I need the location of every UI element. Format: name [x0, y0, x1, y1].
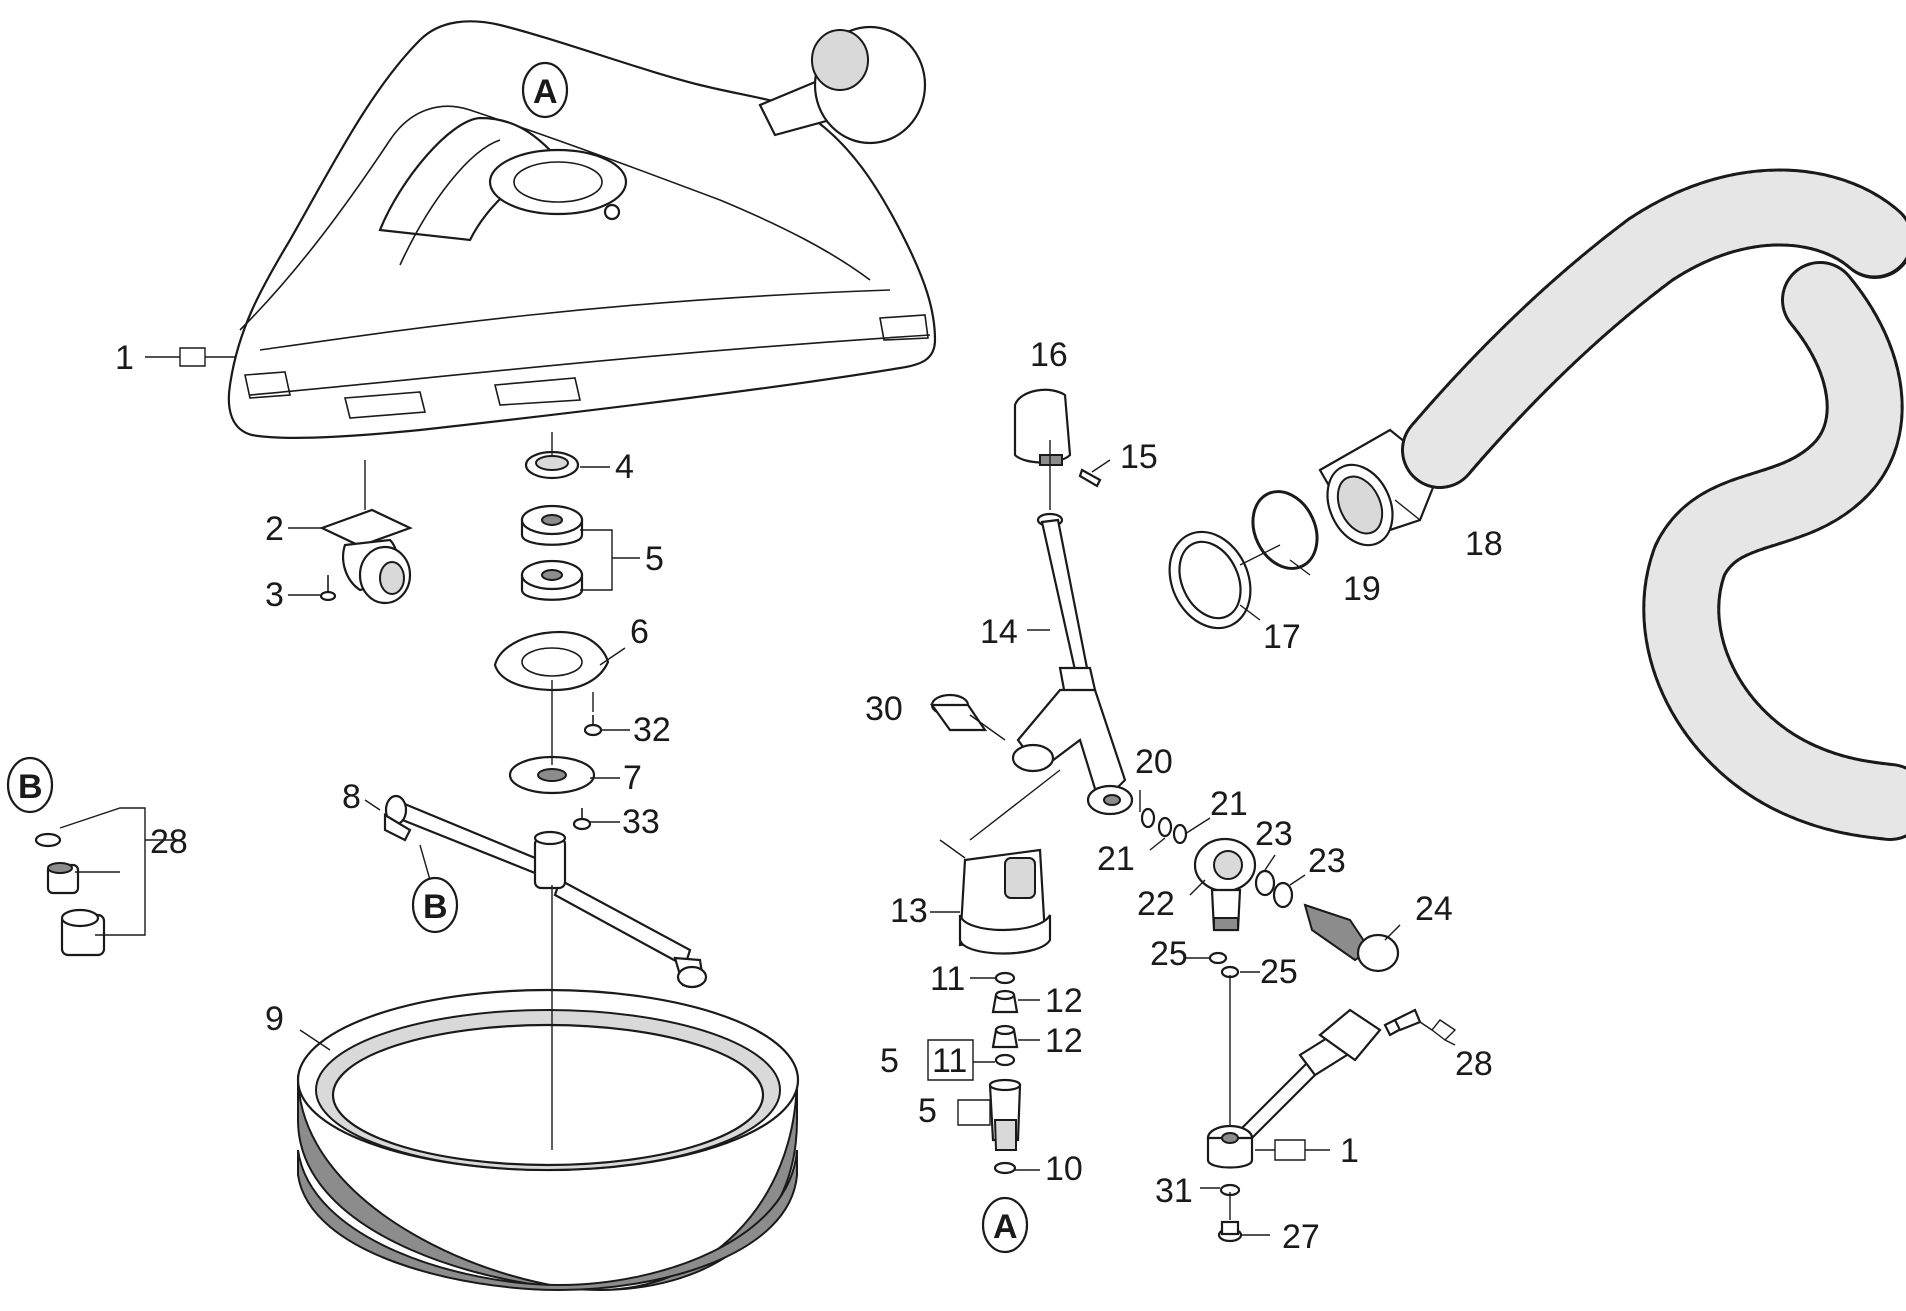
- marker-a-top: A: [521, 61, 569, 119]
- label-21-left: 21: [1097, 840, 1135, 878]
- label-7: 7: [623, 759, 642, 797]
- label-16: 16: [1030, 336, 1068, 374]
- brush-ring: [296, 988, 800, 1292]
- leader-lines: [59, 347, 1457, 1236]
- label-27: 27: [1282, 1218, 1320, 1256]
- label-1-top: 1: [115, 339, 134, 377]
- label-13: 13: [890, 892, 928, 930]
- label-23-right: 23: [1308, 842, 1346, 880]
- pin-15: [1078, 468, 1102, 488]
- oring-19: [1251, 490, 1319, 570]
- label-18: 18: [1465, 525, 1503, 563]
- valve-body-13: [958, 848, 1052, 955]
- marker-b-arm-text: B: [423, 888, 448, 926]
- nozzle-5: [988, 1078, 1022, 1151]
- label-19: 19: [1343, 570, 1381, 608]
- shaft-14: [1036, 512, 1089, 672]
- label-10: 10: [1045, 1150, 1083, 1188]
- screw-30: [929, 693, 988, 732]
- bearing-5a: [520, 504, 584, 546]
- label-25-left: 25: [1150, 935, 1188, 973]
- oring-28: [34, 832, 62, 848]
- spray-arm: [383, 794, 708, 989]
- label-4: 4: [615, 448, 634, 486]
- oring-23b: [1272, 881, 1294, 909]
- nut-28: [60, 908, 106, 957]
- hose-assembly-1: [1206, 1008, 1410, 1169]
- label-31: 31: [1155, 1172, 1193, 1210]
- fitting-12a: [991, 989, 1019, 1014]
- housing-cover: [227, 20, 937, 439]
- oring-10: [993, 1161, 1017, 1175]
- banjo-22: [1193, 837, 1257, 932]
- label-8: 8: [342, 778, 361, 816]
- oring-11b: [994, 1053, 1016, 1067]
- fitting-12b: [991, 1024, 1019, 1049]
- oring-11a: [994, 971, 1016, 985]
- label-14: 14: [980, 613, 1018, 651]
- marker-b-left-text: B: [18, 768, 43, 806]
- valve-insert-24: [1303, 903, 1400, 973]
- label-12-top: 12: [1045, 982, 1083, 1020]
- marker-b-left: B: [6, 756, 54, 814]
- seal-ring-4: [524, 450, 580, 480]
- label-2: 2: [265, 510, 284, 548]
- knob-16: [1013, 388, 1072, 466]
- part-labels: 1 2 3 4 5 6 32 7 33 8 9 28 16 15 14 30 1…: [115, 336, 1503, 1256]
- label-32: 32: [633, 711, 671, 749]
- marker-a-bottom-text: A: [993, 1208, 1018, 1246]
- marker-a-top-text: A: [533, 73, 558, 111]
- oring-21a: [1157, 816, 1173, 838]
- label-22: 22: [1137, 885, 1175, 923]
- label-23-top: 23: [1255, 815, 1293, 853]
- label-15: 15: [1120, 438, 1158, 476]
- label-12-bottom: 12: [1045, 1022, 1083, 1060]
- seal-ring-17: [1168, 530, 1252, 630]
- label-28-right: 28: [1455, 1045, 1493, 1083]
- fitting-28: [1393, 1008, 1422, 1032]
- label-21-right: 21: [1210, 785, 1248, 823]
- screw-33: [572, 808, 592, 831]
- label-17: 17: [1263, 618, 1301, 656]
- screw-3: [319, 575, 337, 602]
- screw-32: [583, 715, 603, 737]
- flange-plate-6: [493, 630, 610, 692]
- lever-arm: [1011, 666, 1134, 816]
- label-5-nozzle: 5: [918, 1092, 937, 1130]
- marker-a-bottom: A: [981, 1196, 1029, 1254]
- label-5-bearings: 5: [645, 540, 664, 578]
- label-25-right: 25: [1260, 953, 1298, 991]
- screw-27: [1217, 1220, 1243, 1243]
- oring-23a: [1254, 869, 1276, 897]
- label-24: 24: [1415, 890, 1453, 928]
- label-6: 6: [630, 613, 649, 651]
- label-28-left: 28: [150, 823, 188, 861]
- label-33: 33: [622, 803, 660, 841]
- label-5-kit: 5: [880, 1042, 899, 1080]
- oring-20: [1140, 807, 1156, 829]
- marker-b-arm: B: [411, 876, 459, 934]
- bearing-5b: [520, 559, 584, 601]
- label-11-kit: 11: [932, 1042, 967, 1080]
- adapter-28: [46, 862, 80, 895]
- oring-25a: [1208, 951, 1228, 965]
- caster-wheel: [319, 508, 413, 605]
- label-20: 20: [1135, 743, 1173, 781]
- oring-21b: [1172, 823, 1188, 845]
- label-30: 30: [865, 690, 903, 728]
- suction-hose: [1401, 168, 1906, 841]
- label-11-top: 11: [930, 960, 965, 998]
- label-3: 3: [265, 576, 284, 614]
- label-9: 9: [265, 1000, 284, 1038]
- label-1-bottom: 1: [1340, 1132, 1359, 1170]
